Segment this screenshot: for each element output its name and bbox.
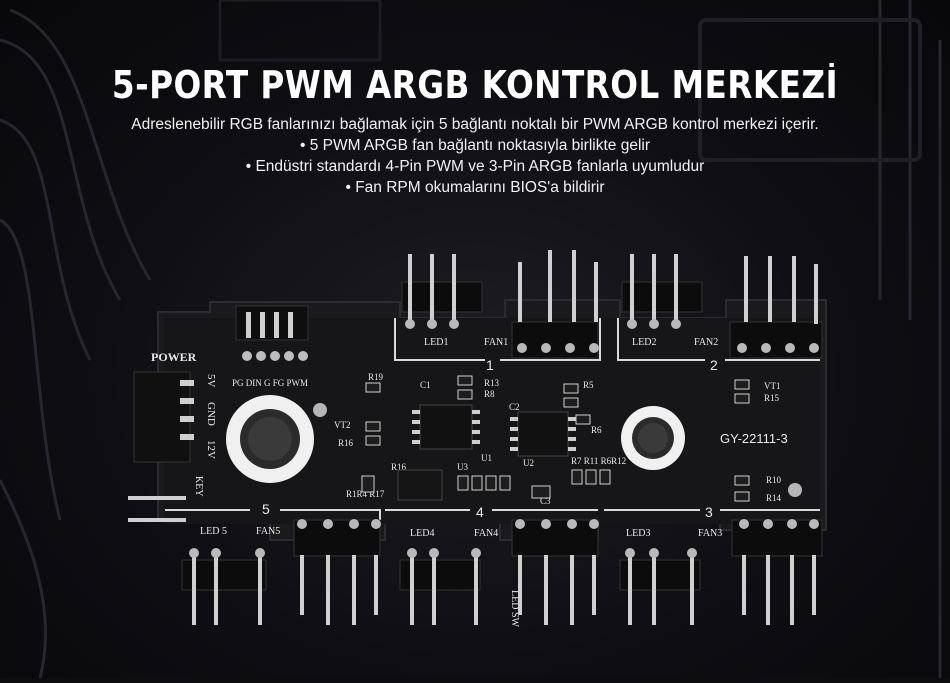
hero-text: 5-PORT PWM ARGB KONTROL MERKEZİ Adreslen… (0, 62, 950, 198)
label-r15: VT1 (764, 381, 781, 391)
power-pin-5v: 5V (205, 374, 217, 388)
label-u2: U1 (481, 453, 492, 463)
board-model: GY-22111-3 (720, 431, 788, 446)
led-sw-label: LED SW (509, 590, 520, 628)
port-3-led: LED3 (626, 528, 650, 539)
label-vt2: VT2 (334, 420, 351, 430)
label-r9: R14 (766, 493, 782, 503)
port-1-fan: FAN1 (484, 337, 508, 348)
port-4-led: LED4 (410, 528, 434, 539)
port-5-fan: FAN5 (256, 526, 280, 537)
port-3-fan: FAN3 (698, 528, 722, 539)
label-r-array: U3 (457, 462, 468, 472)
label-r19: R19 (368, 372, 384, 382)
port-2-led: LED2 (632, 337, 656, 348)
label-vt1: C3 (540, 496, 551, 506)
port-1-led: LED1 (424, 337, 448, 348)
label-c1: C1 (420, 380, 431, 390)
label-c2: C2 (509, 402, 520, 412)
label-r16a: R16 (338, 438, 354, 448)
power-pin-12v: 12V (205, 440, 217, 459)
header-pins-label: PG DIN G FG PWM (232, 378, 308, 388)
page-title: 5-PORT PWM ARGB KONTROL MERKEZİ (111, 63, 839, 107)
label-r13: R13 (484, 378, 500, 388)
label-r1r4r17: R7 R11 R6R12 (571, 456, 626, 466)
port-2-number: 2 (710, 357, 718, 373)
port-5-led: LED 5 (200, 526, 227, 537)
port-4-fan: FAN4 (474, 528, 498, 539)
label-r8: R8 (484, 389, 495, 399)
power-label: POWER (151, 350, 197, 364)
port-1-number: 1 (486, 357, 494, 373)
port-3-number: 3 (705, 504, 713, 520)
key-label: KEY (193, 476, 204, 497)
power-pin-gnd: GND (205, 402, 217, 426)
label-u1: R16 (391, 462, 407, 472)
port-4-number: 4 (476, 504, 484, 520)
feature-item: Fan RPM okumalarını BIOS'a bildirir (0, 177, 950, 198)
feature-list: 5 PWM ARGB fan bağlantı noktasıyla birli… (0, 135, 950, 198)
label-u3: U2 (523, 458, 534, 468)
port-2-fan: FAN2 (694, 337, 718, 348)
port-5-number: 5 (262, 501, 270, 517)
feature-item: 5 PWM ARGB fan bağlantı noktasıyla birli… (0, 135, 950, 156)
description: Adreslenebilir RGB fanlarınızı bağlamak … (131, 116, 819, 133)
label-c3: R1R4 R17 (346, 489, 385, 499)
label-r14: R10 (766, 475, 782, 485)
feature-item: Endüstri standardı 4-Pin PWM ve 3-Pin AR… (0, 156, 950, 177)
label-r5: R5 (583, 380, 594, 390)
label-r10: R15 (764, 393, 780, 403)
label-r16b: R6 (591, 425, 602, 435)
